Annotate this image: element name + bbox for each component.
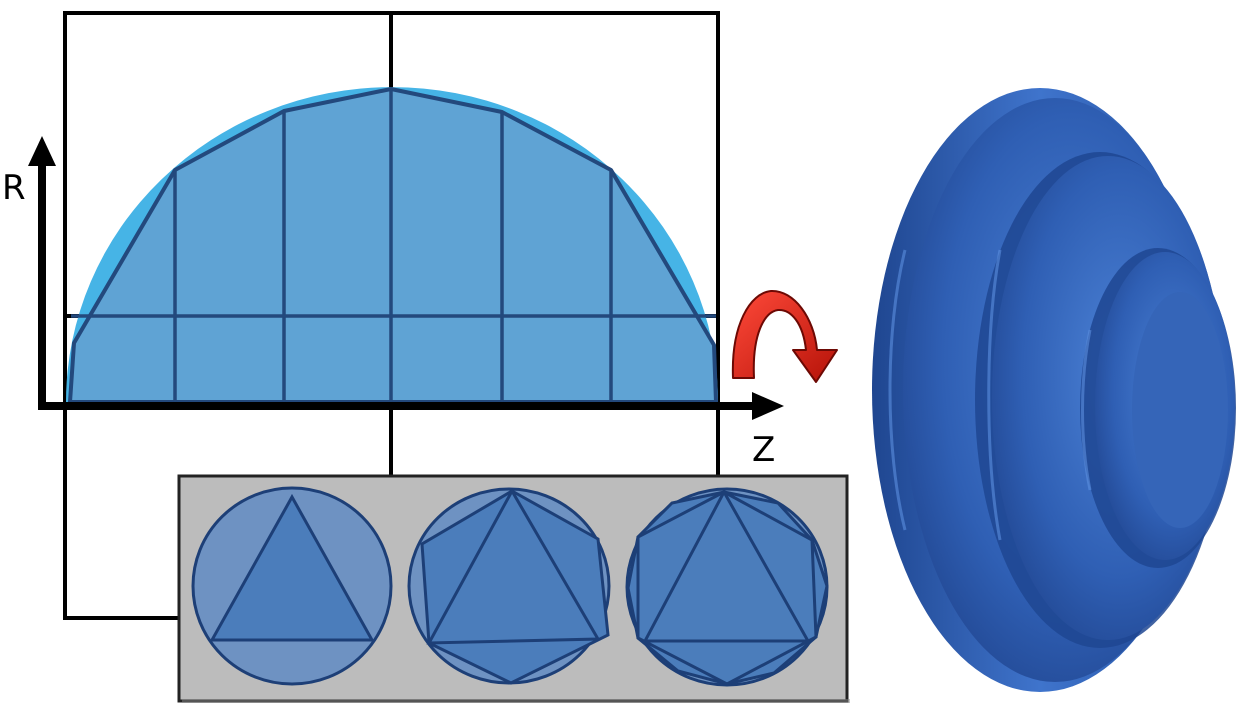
cross-section-hexagon	[407, 487, 611, 685]
cross-section-dodecagon	[625, 487, 829, 687]
z-axis-label: Z	[752, 430, 775, 470]
cross-section-panel	[177, 474, 850, 703]
polygon-profile	[68, 87, 718, 404]
axes: R Z	[2, 136, 784, 470]
curved-rotation-arrow-icon	[731, 289, 838, 383]
polygon-subdivisions	[71, 89, 716, 402]
cross-section-triangle	[191, 486, 393, 686]
z-axis-arrowhead	[752, 392, 784, 420]
solid-of-revolution	[872, 88, 1236, 692]
r-axis-arrowhead	[28, 136, 56, 166]
r-axis-label: R	[2, 168, 26, 208]
